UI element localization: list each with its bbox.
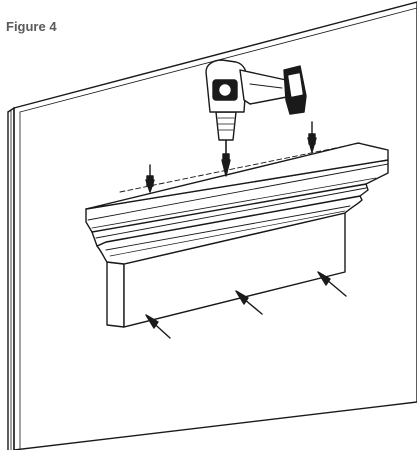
figure-label: Figure 4 (6, 19, 57, 34)
drill-icon (205, 59, 307, 161)
shelf-icon (85, 142, 389, 328)
screw-icon (145, 314, 171, 339)
screw-icon (145, 164, 155, 193)
screw-icon (317, 271, 347, 297)
screw-icon (235, 290, 263, 315)
screw-icon (307, 121, 317, 153)
